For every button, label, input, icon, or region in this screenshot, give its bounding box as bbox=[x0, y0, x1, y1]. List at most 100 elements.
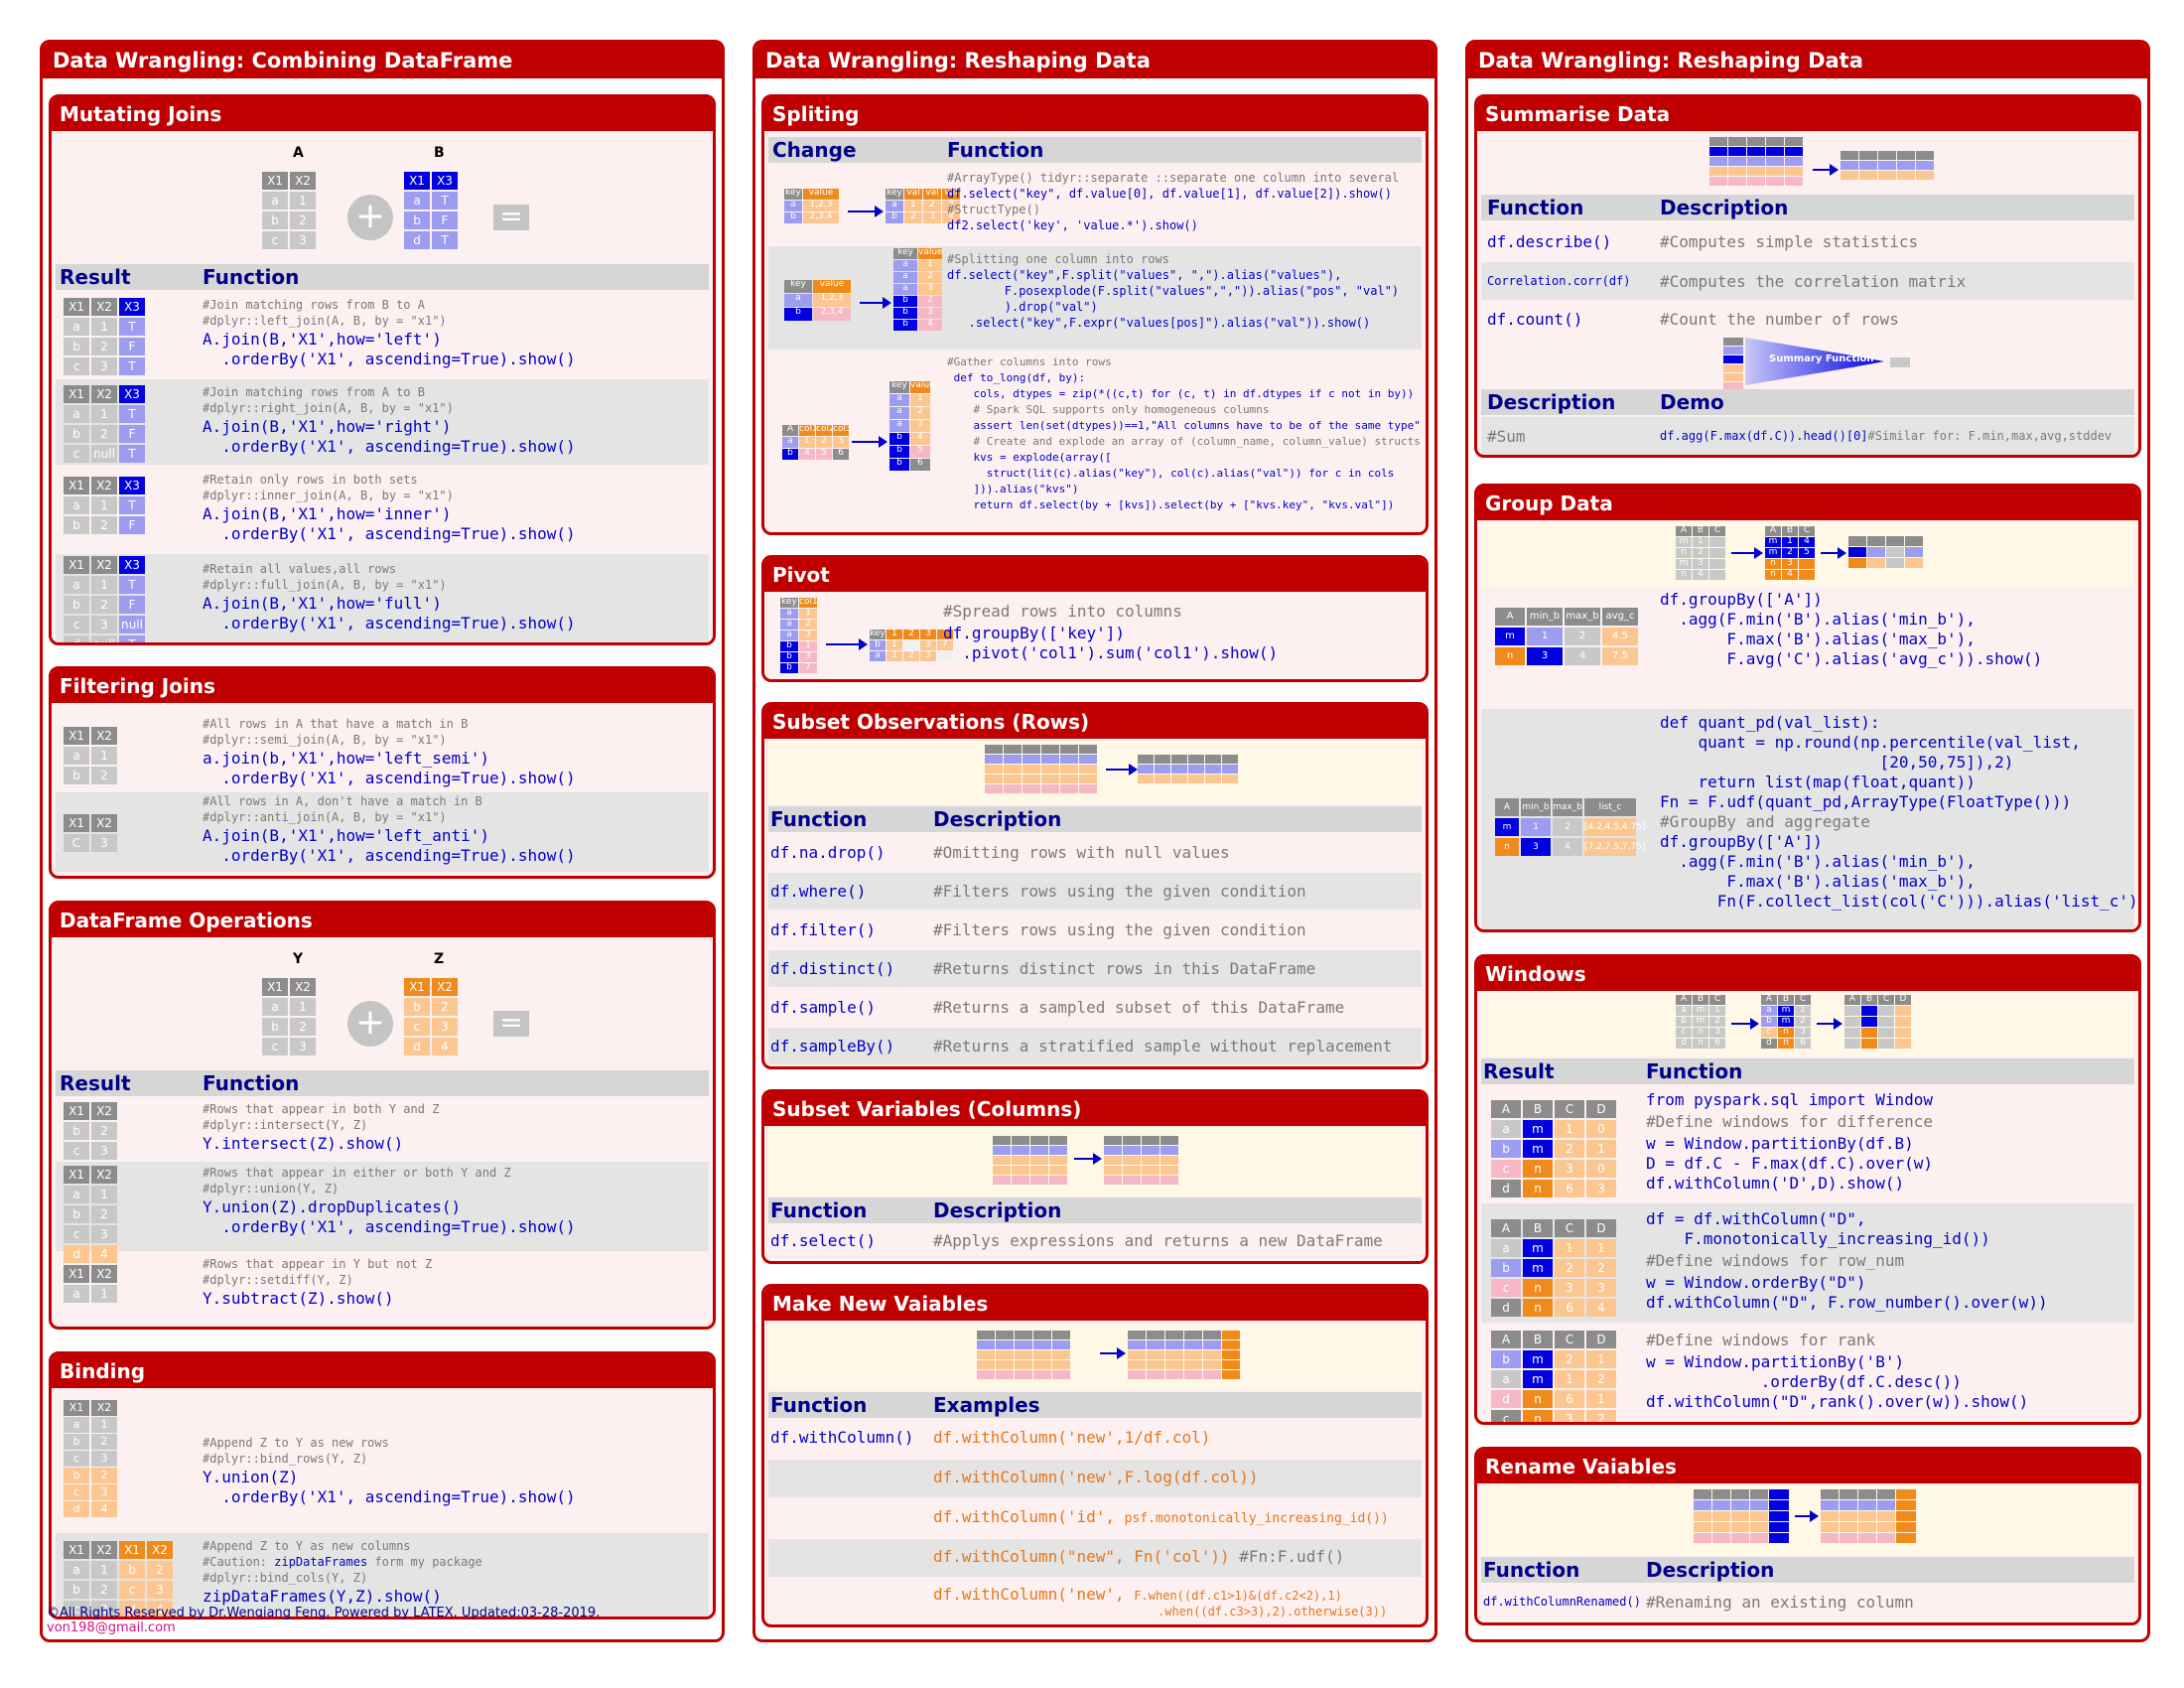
example-code: df.withColumn('new', F.when((df.c1>1)&(d… bbox=[933, 1585, 1342, 1605]
header-description: Description bbox=[1487, 390, 1616, 414]
code-snippet: w = Window.partitionBy(df.B) D = df.C - … bbox=[1646, 1134, 1933, 1193]
arrow-icon bbox=[852, 436, 887, 448]
description: #Computes the correlation matrix bbox=[1660, 272, 1967, 291]
column-title: Data Wrangling: Combining DataFrame bbox=[43, 43, 722, 78]
function-name: df.withColumnRenamed() bbox=[1483, 1595, 1641, 1609]
code-snippet: w = Window.orderBy("D") df.withColumn("D… bbox=[1646, 1273, 2048, 1312]
comment: #Define windows for difference bbox=[1646, 1112, 1933, 1131]
newvar-after-icon bbox=[1128, 1331, 1240, 1379]
description: #Filters rows using the given condition bbox=[933, 882, 1306, 901]
description: #Returns distinct rows in this DataFrame bbox=[933, 959, 1316, 978]
comment: #dplyr::bind_cols(Y, Z) bbox=[203, 1571, 368, 1585]
zipdataframes-link[interactable]: zipDataFrames bbox=[274, 1555, 368, 1569]
function-name: df.filter() bbox=[770, 920, 876, 939]
function-name: df.count() bbox=[1487, 310, 1583, 329]
funnel-label: Summary Function bbox=[1769, 353, 1874, 364]
section-new-variables: Make New Vaiables Function Examples bbox=[761, 1284, 1429, 1627]
description: #Count the number of rows bbox=[1660, 310, 1899, 329]
header-examples: Examples bbox=[933, 1393, 1040, 1417]
code-snippet: Y.subtract(Z).show() bbox=[203, 1289, 394, 1308]
header-function: Function bbox=[770, 1393, 868, 1417]
description: #Applys expressions and returns a new Da… bbox=[933, 1231, 1383, 1250]
header-function: Function bbox=[770, 807, 868, 831]
comment-part: form my package bbox=[367, 1555, 482, 1569]
comment: #dplyr::inner_join(A, B, by = "x1") bbox=[203, 489, 454, 502]
code-snippet: df.groupBy(['A']) .agg(F.min('B').alias(… bbox=[1660, 832, 2141, 911]
group-after-icon bbox=[1848, 536, 1923, 568]
subset-row: df.filter()#Filters rows using the given… bbox=[768, 912, 1422, 948]
function-desc-header: Function Description bbox=[1481, 195, 2134, 220]
code-snippet: A.join(B,'X1',how='inner') .orderBy('X1'… bbox=[203, 504, 576, 543]
comment: #Define windows for row_num bbox=[1646, 1251, 1905, 1270]
section-rename: Rename Vaiables Function Description df bbox=[1474, 1447, 2141, 1625]
function-desc-header: Function Description bbox=[768, 1197, 1422, 1223]
code-snippet: struct(lit(c).alias("key"), col(c).alias… bbox=[947, 467, 1395, 480]
table-b-label: B bbox=[434, 145, 445, 161]
demo-comment: #Similar for: F.min,max,avg,stddev bbox=[1867, 429, 2113, 443]
comment: #Append Z to Y as new columns bbox=[203, 1539, 411, 1553]
subset-row: df.distinct()#Returns distinct rows in t… bbox=[768, 950, 1422, 987]
comment: #dplyr::full_join(A, B, by = "x1") bbox=[203, 578, 447, 592]
summary-row: df.count() #Count the number of rows Sum… bbox=[1481, 302, 2134, 390]
code-snippet: ])).alias("kvs") bbox=[947, 483, 1079, 495]
code-snippet: A.join(B,'X1',how='left') .orderBy('X1',… bbox=[203, 330, 576, 368]
header-result: Result bbox=[1483, 1059, 1555, 1083]
comment: #dplyr::intersect(Y, Z) bbox=[203, 1118, 368, 1132]
email-link[interactable]: von198@gmail.com bbox=[47, 1620, 176, 1635]
subset-row: df.sample()#Returns a sampled subset of … bbox=[768, 989, 1422, 1026]
comment: # Spark SQL supports only homogeneous co… bbox=[947, 403, 1270, 416]
header-function: Function bbox=[1487, 196, 1584, 219]
comment: #Join matching rows from A to B bbox=[203, 385, 425, 399]
arrow-icon bbox=[1106, 764, 1138, 775]
result-function-header: Result Function bbox=[1481, 1058, 2134, 1084]
comment: #All rows in A that have a match in B bbox=[203, 717, 469, 731]
header-function: Function bbox=[1483, 1558, 1580, 1582]
rename-after-icon bbox=[1821, 1489, 1916, 1543]
summary-row: Correlation.corr(df) #Computes the corre… bbox=[1481, 262, 2134, 300]
header-result: Result bbox=[60, 1071, 131, 1095]
header-description: Description bbox=[933, 1198, 1062, 1222]
code-snippet: F.posexplode(F.split("values",",")).alia… bbox=[947, 284, 1400, 298]
column-title: Data Wrangling: Reshaping Data bbox=[755, 43, 1434, 78]
header-description: Description bbox=[933, 807, 1062, 831]
header-description: Description bbox=[1646, 1558, 1775, 1582]
demo-area bbox=[768, 741, 1422, 804]
section-title: Subset Variables (Columns) bbox=[764, 1092, 1426, 1126]
summary-after-icon bbox=[1841, 151, 1934, 180]
desc-demo-header: Description Demo bbox=[1481, 389, 2134, 415]
comment: #dplyr::right_join(A, B, by = "x1") bbox=[203, 401, 454, 415]
code-snippet: A.join(B,'X1',how='full') .orderBy('X1',… bbox=[203, 594, 576, 633]
function-examples-header: Function Examples bbox=[768, 1392, 1422, 1418]
function-name: df.withColumn() bbox=[770, 1428, 914, 1447]
code-snippet: from pyspark.sql import Window bbox=[1646, 1090, 1933, 1109]
header-demo: Demo bbox=[1660, 390, 1724, 414]
header-result: Result bbox=[60, 265, 131, 289]
arrow-icon bbox=[1813, 164, 1839, 176]
comment: #dplyr::union(Y, Z) bbox=[203, 1182, 340, 1196]
result-function-header: Result Function bbox=[56, 1070, 709, 1096]
